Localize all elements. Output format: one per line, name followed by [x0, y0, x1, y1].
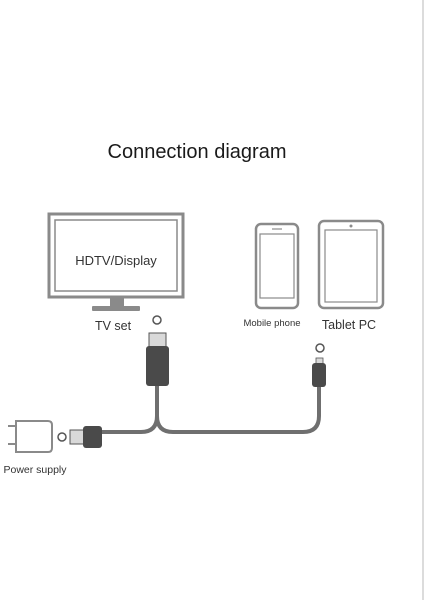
- usb-power-port-indicator: [57, 432, 67, 442]
- usb-a-connector: [69, 426, 102, 448]
- tablet-icon: [317, 219, 385, 310]
- page-edge: [422, 0, 424, 600]
- tablet-caption: Tablet PC: [322, 318, 376, 332]
- power-caption: Power supply: [3, 464, 67, 476]
- diagram-title: Connection diagram: [108, 141, 287, 163]
- cable: [102, 380, 321, 434]
- hdmi-connector: [146, 332, 169, 386]
- micro-usb-connector: [312, 357, 326, 387]
- tv-screen-label: HDTV/Display: [75, 253, 157, 268]
- hdmi-port-indicator: [152, 315, 162, 325]
- power-adapter-icon: [8, 420, 53, 453]
- tv-caption: TV set: [95, 319, 132, 333]
- phone-icon: [254, 222, 300, 310]
- tv-icon: [47, 212, 185, 311]
- phone-caption: Mobile phone: [243, 318, 300, 329]
- micro-usb-port-indicator: [315, 343, 325, 353]
